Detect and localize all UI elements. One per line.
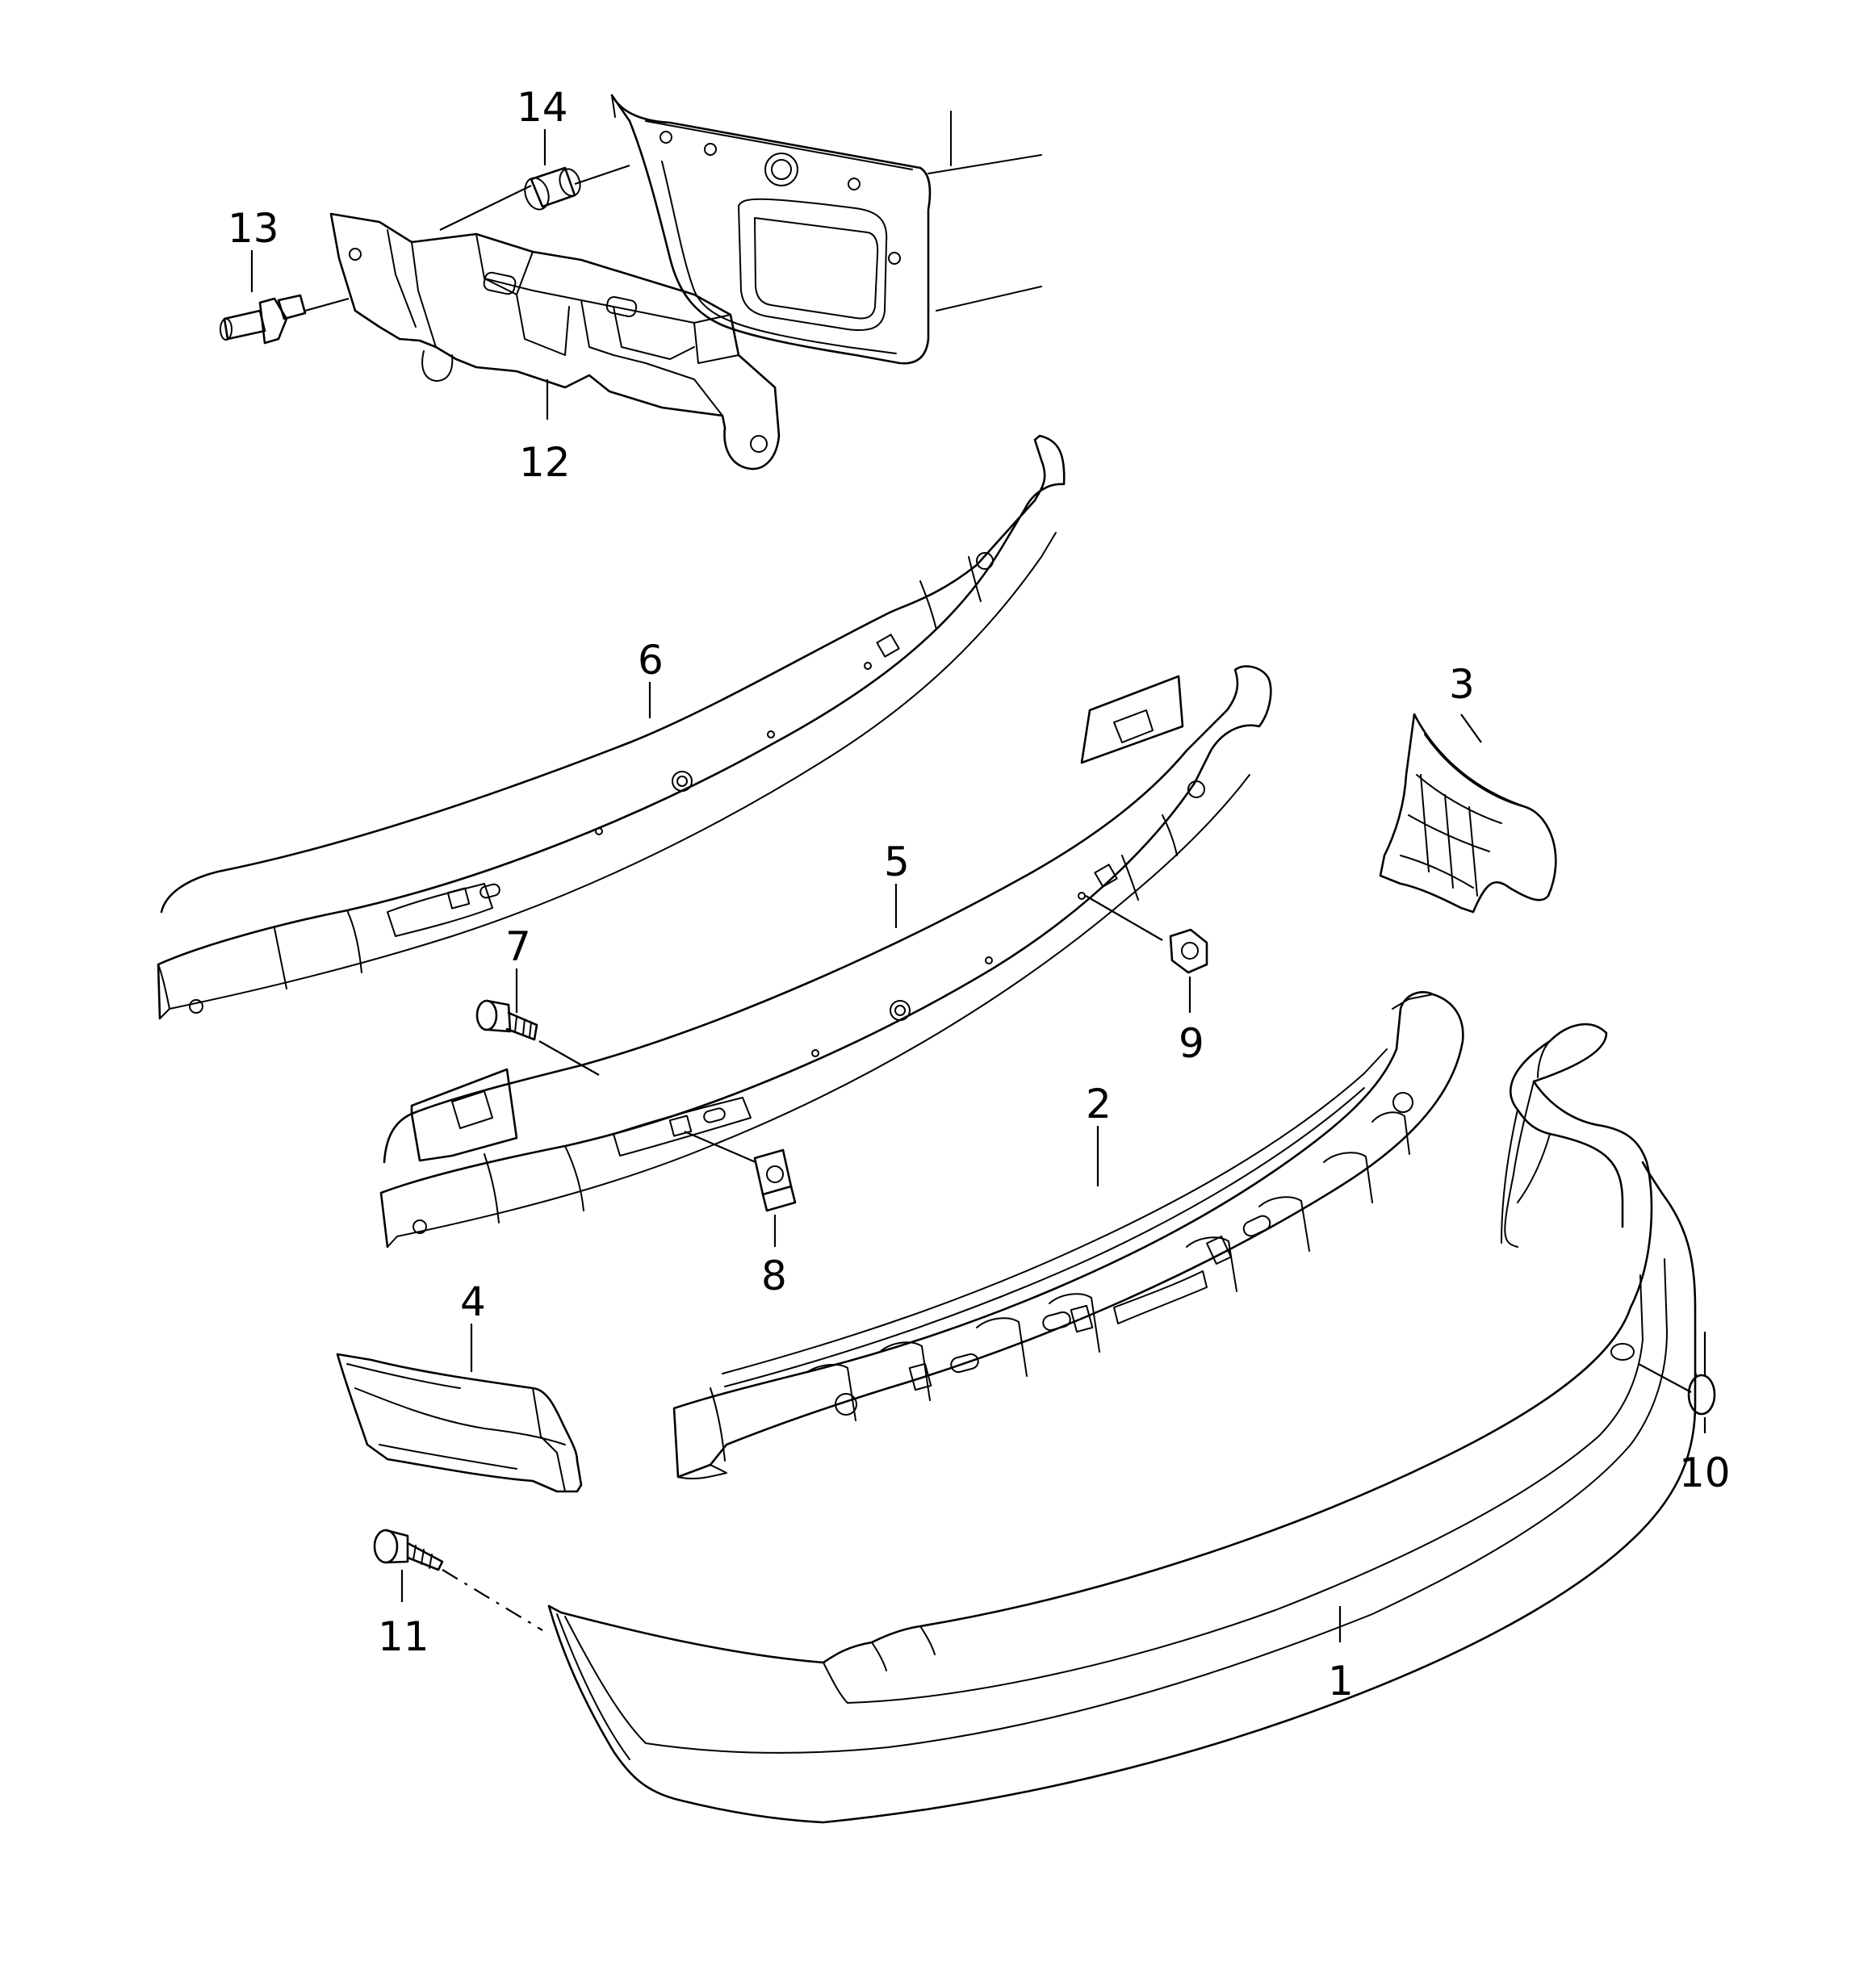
part-13-push-rivet xyxy=(220,294,307,345)
callout-6: 6 xyxy=(638,637,664,684)
callout-1: 1 xyxy=(1328,1658,1354,1705)
callout-9: 9 xyxy=(1179,1020,1204,1067)
callout-5: 5 xyxy=(884,839,910,885)
part-4-bracket-left xyxy=(336,1353,583,1493)
part-10-cap xyxy=(1687,1371,1716,1416)
part-7-bolt xyxy=(475,999,538,1041)
part-3-bracket-right xyxy=(1379,713,1557,914)
callout-13: 13 xyxy=(228,205,279,252)
callout-7: 7 xyxy=(505,923,531,970)
rear-body-panel xyxy=(610,94,1042,365)
part-8-clip-nut xyxy=(753,1148,797,1212)
callout-14: 14 xyxy=(517,84,568,131)
part-6-crossmember xyxy=(157,434,1066,1020)
part-12-bracket xyxy=(329,212,781,471)
part-2-energy-absorber xyxy=(672,991,1464,1480)
callout-12: 12 xyxy=(519,439,571,486)
callout-2: 2 xyxy=(1086,1081,1112,1127)
callout-8: 8 xyxy=(761,1253,787,1299)
callout-labels: 14 13 12 6 3 5 7 9 2 8 4 10 11 1 xyxy=(228,84,1731,1705)
part-11-screw xyxy=(373,1529,444,1571)
leader-lines xyxy=(250,129,1706,1642)
part-14-grommet xyxy=(524,166,581,211)
part-5-reinforcement xyxy=(379,665,1272,1249)
callout-10: 10 xyxy=(1679,1449,1731,1496)
part-9-nut xyxy=(1169,928,1208,974)
part-1-bumper-cover xyxy=(547,1023,1697,1824)
callout-11: 11 xyxy=(378,1613,429,1660)
callout-4: 4 xyxy=(460,1278,486,1325)
callout-3: 3 xyxy=(1449,661,1475,708)
